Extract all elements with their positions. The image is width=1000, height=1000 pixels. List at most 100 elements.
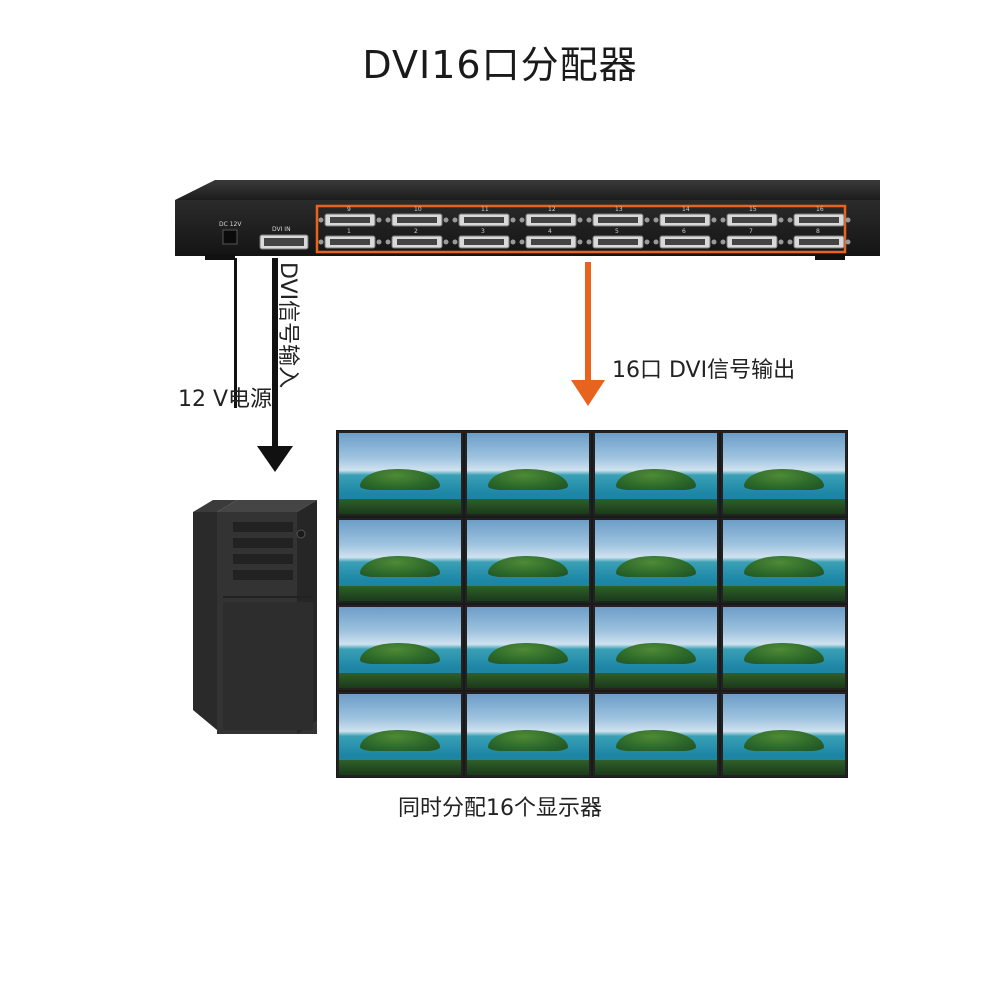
shore-image: [467, 673, 589, 688]
power-jack-icon: [222, 229, 238, 245]
island-image: [487, 642, 569, 664]
shore-image: [467, 760, 589, 775]
port-number: 1: [347, 228, 351, 235]
monitor-wall: [336, 430, 848, 778]
port-number: 2: [414, 228, 418, 235]
shore-image: [723, 673, 845, 688]
port-number: 7: [749, 228, 753, 235]
monitor-screen: [593, 518, 719, 603]
dvi-output-port: [653, 213, 717, 227]
monitor-screen: [337, 518, 463, 603]
island-image: [615, 642, 697, 664]
monitor-screen: [337, 692, 463, 777]
shore-image: [339, 499, 461, 514]
output-ports-highlight: [315, 204, 847, 254]
shore-image: [467, 586, 589, 601]
monitor-screen: [593, 692, 719, 777]
port-number: 3: [481, 228, 485, 235]
pc-tower-icon: [193, 500, 317, 734]
dvi-output-port: [385, 213, 449, 227]
port-number: 11: [481, 206, 489, 213]
dvi-output-port: [318, 235, 382, 249]
output-arrow-icon: [571, 380, 605, 406]
dvi-output-port: [452, 213, 516, 227]
monitor-screen: [721, 692, 847, 777]
dvi-output-port: [586, 235, 650, 249]
port-number: 12: [548, 206, 556, 213]
island-image: [743, 729, 825, 751]
shore-image: [723, 586, 845, 601]
island-image: [359, 555, 441, 577]
monitor-screen: [721, 518, 847, 603]
monitor-screen: [465, 518, 591, 603]
island-image: [487, 468, 569, 490]
input-line: [272, 258, 278, 448]
monitor-screen: [593, 431, 719, 516]
monitor-screen: [465, 431, 591, 516]
shore-image: [595, 586, 717, 601]
dvi-output-port: [720, 213, 784, 227]
monitor-screen: [465, 605, 591, 690]
dvi-output-port: [586, 213, 650, 227]
dvi-output-port: [452, 235, 516, 249]
island-image: [359, 642, 441, 664]
dvi-output-port: [653, 235, 717, 249]
shore-image: [339, 673, 461, 688]
monitors-label: 同时分配16个显示器: [398, 796, 602, 821]
island-image: [615, 468, 697, 490]
input-port-label: DVI IN: [272, 226, 291, 233]
port-number: 15: [749, 206, 757, 213]
input-arrow-icon: [257, 446, 293, 472]
island-image: [615, 729, 697, 751]
monitor-screen: [465, 692, 591, 777]
port-number: 4: [548, 228, 552, 235]
shore-image: [595, 499, 717, 514]
shore-image: [339, 586, 461, 601]
monitor-screen: [721, 605, 847, 690]
dvi-input-port: [259, 234, 309, 250]
island-image: [743, 642, 825, 664]
output-label: 16口 DVI信号输出: [612, 358, 796, 383]
island-image: [615, 555, 697, 577]
port-number: 13: [615, 206, 623, 213]
dvi-output-port: [318, 213, 382, 227]
input-label: DVI信号输入: [275, 262, 300, 389]
power-port-label: DC 12V: [219, 221, 242, 228]
dvi-output-port: [787, 235, 851, 249]
power-line: [234, 258, 237, 408]
output-line: [585, 262, 591, 382]
port-number: 9: [347, 206, 351, 213]
port-number: 5: [615, 228, 619, 235]
port-number: 14: [682, 206, 690, 213]
dvi-output-port: [385, 235, 449, 249]
shore-image: [339, 760, 461, 775]
monitor-screen: [593, 605, 719, 690]
shore-image: [467, 499, 589, 514]
monitor-screen: [337, 605, 463, 690]
shore-image: [723, 760, 845, 775]
shore-image: [595, 760, 717, 775]
dvi-output-port: [519, 235, 583, 249]
shore-image: [723, 499, 845, 514]
monitor-screen: [721, 431, 847, 516]
island-image: [487, 555, 569, 577]
port-number: 8: [816, 228, 820, 235]
port-number: 10: [414, 206, 422, 213]
island-image: [359, 468, 441, 490]
island-image: [743, 468, 825, 490]
shore-image: [595, 673, 717, 688]
power-label: 12 V电源: [178, 387, 273, 412]
port-number: 16: [816, 206, 824, 213]
monitor-screen: [337, 431, 463, 516]
page-title: DVI16口分配器: [362, 43, 638, 87]
port-number: 6: [682, 228, 686, 235]
dvi-output-port: [787, 213, 851, 227]
dvi-output-port: [720, 235, 784, 249]
island-image: [743, 555, 825, 577]
device-top: [175, 180, 880, 200]
island-image: [359, 729, 441, 751]
dvi-output-port: [519, 213, 583, 227]
island-image: [487, 729, 569, 751]
